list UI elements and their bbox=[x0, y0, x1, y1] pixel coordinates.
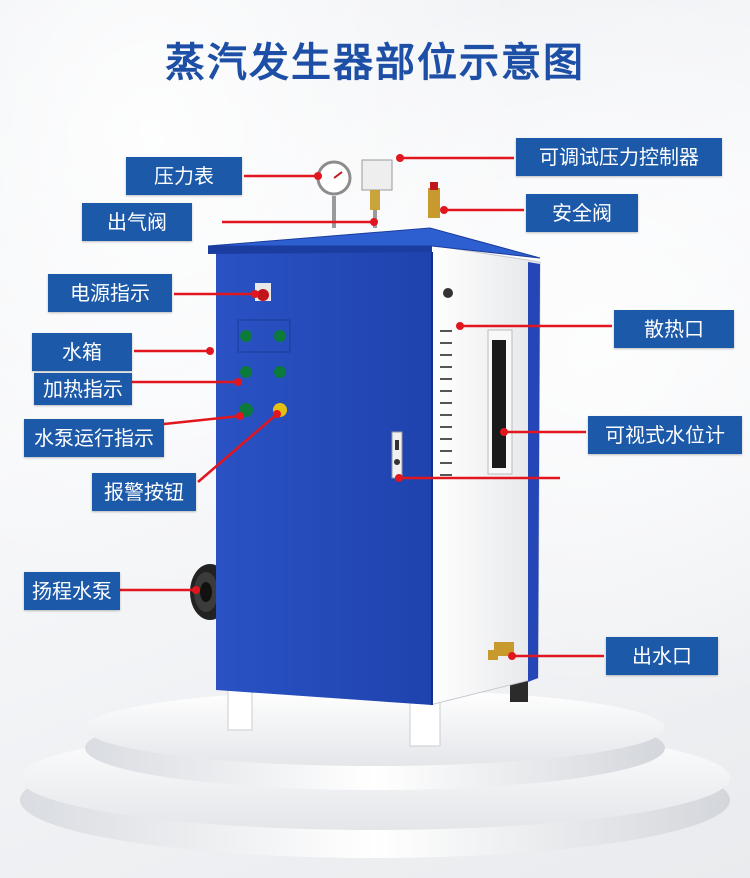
water-outlet-valve bbox=[488, 642, 514, 660]
label-lift-pump: 扬程水泵 bbox=[24, 572, 120, 610]
heating-light-3 bbox=[240, 366, 252, 378]
power-indicator-light bbox=[257, 289, 269, 301]
label-pump-running-indicator: 水泵运行指示 bbox=[24, 419, 164, 457]
leader-dots bbox=[192, 154, 516, 660]
pressure-controller-assembly bbox=[361, 159, 393, 228]
leader-pump-running bbox=[163, 414, 241, 426]
label-alarm-button: 报警按钮 bbox=[92, 473, 196, 511]
heat-vent-slots bbox=[440, 330, 452, 476]
label-safety-valve: 安全阀 bbox=[526, 194, 638, 232]
front-left-leg bbox=[227, 687, 253, 731]
label-pressure-gauge: 压力表 bbox=[126, 157, 242, 195]
page-title: 蒸汽发生器部位示意图 bbox=[165, 40, 585, 86]
pressure-gauge-assembly bbox=[316, 160, 352, 228]
water-level-gauge-window bbox=[487, 329, 513, 475]
label-heat-vent: 散热口 bbox=[614, 310, 734, 348]
heating-light-1 bbox=[240, 330, 252, 342]
cabinet-front-panel bbox=[216, 240, 432, 705]
side-port bbox=[443, 288, 453, 298]
leader-alarm-button bbox=[197, 413, 278, 483]
label-heating-indicator: 加热指示 bbox=[34, 373, 132, 405]
heating-light-4 bbox=[274, 366, 286, 378]
label-water-level-gauge: 可视式水位计 bbox=[588, 416, 742, 454]
leader-lines bbox=[120, 156, 612, 658]
label-water-tank: 水箱 bbox=[32, 333, 132, 371]
safety-valve-assembly bbox=[428, 182, 440, 218]
label-power-indicator: 电源指示 bbox=[48, 274, 172, 312]
heating-light-2 bbox=[274, 330, 286, 342]
front-right-leg bbox=[409, 699, 441, 747]
label-steam-outlet-valve: 出气阀 bbox=[82, 203, 192, 241]
steam-generator-unit bbox=[190, 159, 541, 747]
label-water-outlet: 出水口 bbox=[606, 637, 718, 675]
label-adjustable-pressure-controller: 可调试压力控制器 bbox=[516, 138, 722, 176]
display-podium bbox=[20, 690, 730, 858]
door-lock bbox=[391, 431, 403, 479]
